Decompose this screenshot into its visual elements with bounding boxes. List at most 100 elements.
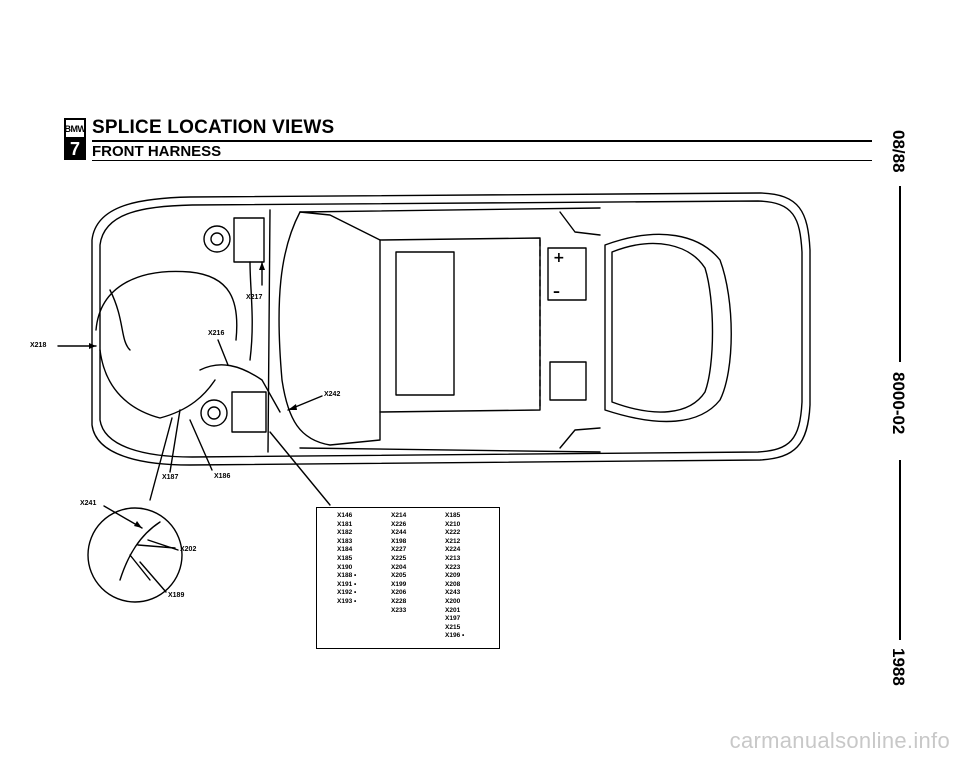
splice-id: X226: [391, 520, 407, 528]
battery-minus-icon: –: [553, 284, 560, 300]
splice-id: X212: [445, 537, 461, 545]
x202-leader: [147, 539, 179, 551]
splice-id: X210: [445, 520, 461, 528]
sunroof: [395, 251, 455, 396]
splice-id: X224: [445, 546, 461, 554]
splice-id: X193 •: [337, 597, 357, 605]
splice-id: X223: [445, 563, 461, 571]
splice-id: X225: [391, 554, 407, 562]
label-x186: X186: [214, 473, 231, 480]
splice-id: X233: [391, 606, 407, 614]
splice-id: X183: [337, 537, 353, 545]
detail-circle: [87, 507, 183, 603]
label-x217: X217: [246, 294, 263, 301]
splice-id: X196 •: [445, 632, 465, 640]
x241-arrow: [134, 521, 142, 528]
rear-deck-inner: [611, 242, 714, 413]
rear-quarter-top: [559, 211, 601, 236]
splice-id: X205: [391, 572, 407, 580]
splice-id: X209: [445, 572, 461, 580]
door-line-top-front: [299, 207, 601, 213]
detail-leader-right: [269, 431, 331, 506]
fuse-box-bottom: [231, 391, 267, 433]
x189-leader: [139, 561, 167, 593]
rear-box: [549, 361, 587, 401]
battery-box: [547, 247, 587, 301]
label-x189: X189: [168, 592, 185, 599]
logo-series: 7: [66, 139, 84, 158]
x216-leader: [217, 339, 229, 366]
splice-id: X197: [445, 615, 461, 623]
roof: [379, 237, 541, 413]
door-line-bottom-front: [299, 447, 601, 453]
x217-arrow: [259, 262, 265, 270]
splice-id: X227: [391, 546, 407, 554]
fuse-box-top: [233, 217, 265, 263]
title-rule: [92, 140, 872, 142]
bmw-7-logo: BMW 7: [64, 118, 86, 160]
splice-id: X181: [337, 520, 353, 528]
splice-id: X206: [391, 589, 407, 597]
splice-id: X190: [337, 563, 353, 571]
harness-main-run: [199, 364, 281, 413]
splice-id: X213: [445, 554, 461, 562]
label-x242: X242: [324, 391, 341, 398]
strut-top-ring: [203, 225, 231, 253]
splice-id: X208: [445, 580, 461, 588]
splice-id: X204: [391, 563, 407, 571]
car-body-inner: [99, 200, 803, 458]
splice-id: X191 •: [337, 580, 357, 588]
splice-id: X182: [337, 529, 353, 537]
logo-brand: BMW: [65, 120, 86, 139]
x242-arrow: [288, 404, 297, 410]
page-title: SPLICE LOCATION VIEWS: [92, 117, 335, 138]
rear-quarter-bottom: [559, 427, 601, 449]
detail-leader-left: [149, 417, 173, 501]
splice-id: X215: [445, 623, 461, 631]
rear-window: [604, 233, 732, 423]
splice-id: X243: [445, 589, 461, 597]
watermark: carmanualsonline.info: [729, 728, 950, 753]
label-x218: X218: [30, 342, 47, 349]
x186-leader: [189, 419, 213, 471]
splice-id: X244: [391, 529, 407, 537]
strut-bottom-ring: [200, 399, 228, 427]
splice-id: X198: [391, 537, 407, 545]
splice-id: X201: [445, 606, 461, 614]
x218-arrow: [89, 343, 96, 349]
windshield: [278, 211, 381, 446]
harness-to-x217: [249, 261, 253, 361]
label-x202: X202: [180, 546, 197, 553]
label-x241: X241: [80, 500, 97, 507]
splice-id: X214: [391, 512, 407, 519]
strut-top-core: [210, 232, 224, 246]
harness-lower: [99, 349, 216, 419]
hood-line: [267, 209, 271, 453]
label-x216: X216: [208, 330, 225, 337]
splice-id: X222: [445, 529, 461, 537]
splice-id: X200: [445, 597, 461, 605]
label-x187: X187: [162, 474, 179, 481]
splice-id: X185: [337, 554, 353, 562]
splice-id: X199: [391, 580, 407, 588]
splice-id: X188 •: [337, 572, 357, 580]
splice-id: X185: [445, 512, 461, 519]
car-body-outline: [91, 192, 811, 466]
splice-id: X228: [391, 597, 407, 605]
engine-harness-branch: [109, 289, 131, 351]
battery-plus-icon: +: [553, 250, 565, 266]
splice-id: X184: [337, 546, 353, 554]
strut-bottom-core: [207, 406, 221, 420]
splice-id: X192 •: [337, 589, 357, 597]
side-rule-top: [899, 186, 901, 362]
page-subtitle: FRONT HARNESS: [92, 143, 222, 160]
side-rule-mid: [899, 460, 901, 640]
subtitle-rule: [92, 160, 872, 161]
engine-harness-loop: [95, 270, 238, 341]
x187-leader: [169, 409, 181, 473]
